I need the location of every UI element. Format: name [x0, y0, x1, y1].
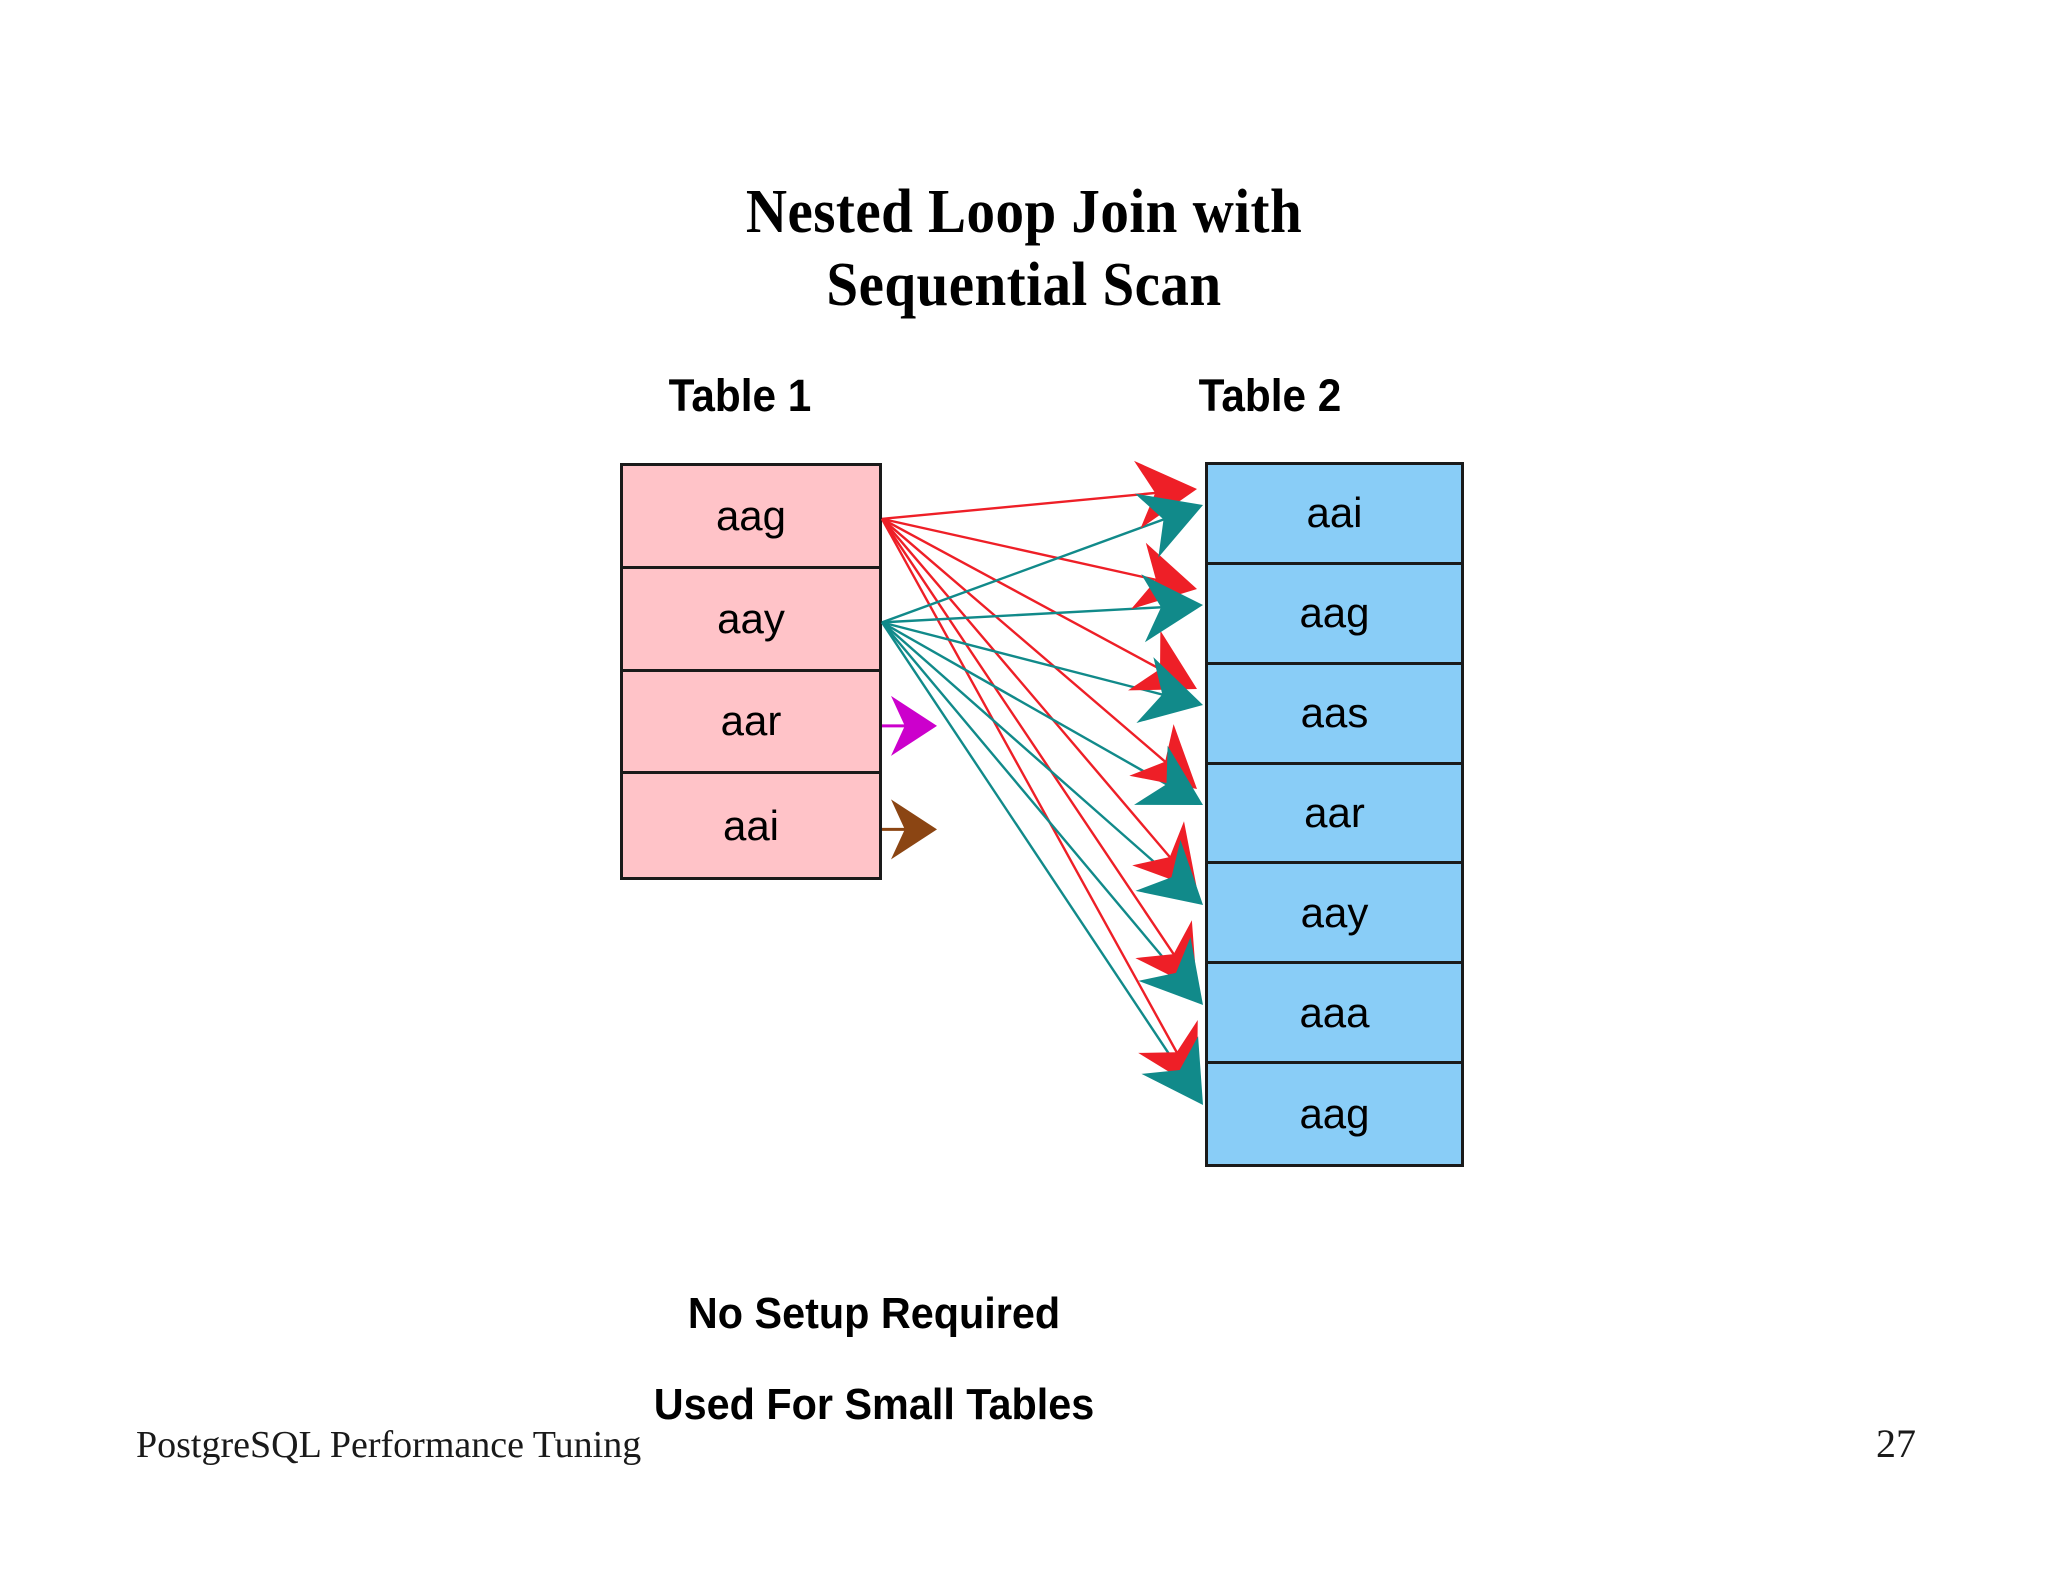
- footer-title: PostgreSQL Performance Tuning: [136, 1424, 642, 1466]
- page-title: Nested Loop Join with Sequential Scan: [82, 176, 1966, 322]
- table1-row: aay: [623, 569, 879, 672]
- table1-row: aag: [623, 466, 879, 569]
- table2-row: aag: [1299, 1090, 1370, 1138]
- table2-row: aas: [1208, 665, 1461, 765]
- page-number: 27: [1876, 1421, 1916, 1466]
- table1-header-label: Table 1: [668, 370, 812, 421]
- table2-row: aar: [1208, 765, 1461, 865]
- table2: aai aag aas aar aay aaa aag: [1205, 462, 1464, 1167]
- table1: aag aay aar aai: [620, 463, 882, 880]
- table1-row: aai: [722, 801, 780, 849]
- table2-row: aag: [1208, 565, 1461, 665]
- table1-row: aar: [623, 672, 879, 775]
- table2-row: aaa: [1208, 964, 1461, 1065]
- title-line-1: Nested Loop Join with: [745, 178, 1303, 246]
- caption-small-tables: Used For Small Tables: [653, 1380, 1095, 1429]
- table2-row: aay: [1208, 864, 1461, 965]
- title-line-2: Sequential Scan: [826, 251, 1222, 320]
- caption-no-setup: No Setup Required: [687, 1289, 1061, 1338]
- table2-header-label: Table 2: [1198, 370, 1342, 421]
- table2-row: aai: [1208, 465, 1461, 565]
